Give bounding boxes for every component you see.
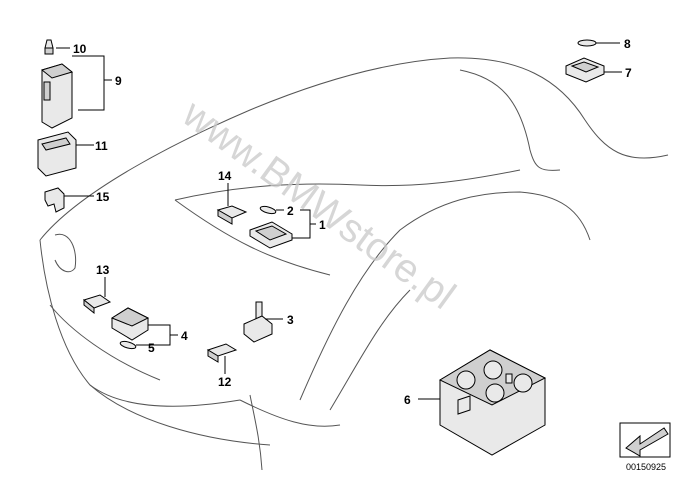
diagram-code: 00150925 <box>626 462 666 472</box>
callout-2: 2 <box>287 204 294 218</box>
callout-14: 14 <box>218 169 232 183</box>
watermark-text: www.BMWstore.pl <box>174 91 463 318</box>
part-8-bulb[interactable] <box>577 39 597 47</box>
callout-1: 1 <box>319 218 326 232</box>
callout-6: 6 <box>404 393 411 407</box>
callout-11: 11 <box>95 139 108 153</box>
callout-5: 5 <box>148 341 155 355</box>
callout-7: 7 <box>625 66 632 80</box>
part-2-bulb[interactable] <box>259 205 277 215</box>
part-1-interior-light[interactable] <box>249 221 293 249</box>
callout-12: 12 <box>218 375 232 389</box>
callout-10: 10 <box>73 42 87 56</box>
part-15-clip[interactable] <box>44 187 65 213</box>
callout-15: 15 <box>96 190 110 204</box>
part-6-bulb-box[interactable] <box>438 349 547 456</box>
part-9-torch[interactable] <box>40 63 74 129</box>
part-14-connector[interactable] <box>216 205 248 225</box>
part-12-connector[interactable] <box>206 343 238 363</box>
callout-13: 13 <box>96 263 110 277</box>
part-10-bulb[interactable] <box>44 39 54 55</box>
callout-9: 9 <box>115 74 122 88</box>
part-11-holder[interactable] <box>37 131 77 177</box>
callout-8: 8 <box>624 37 631 51</box>
callout-3: 3 <box>287 313 294 327</box>
part-13-connector[interactable] <box>82 294 112 315</box>
callout-4: 4 <box>181 329 188 343</box>
part-4-lamp[interactable] <box>110 307 150 341</box>
part-5-bulb[interactable] <box>119 340 137 350</box>
leader-lines <box>56 42 622 400</box>
part-3-sensor[interactable] <box>243 301 273 343</box>
arrow-down-left-icon[interactable] <box>619 422 671 458</box>
part-7-lamp[interactable] <box>565 57 605 83</box>
car-outline <box>39 57 669 471</box>
